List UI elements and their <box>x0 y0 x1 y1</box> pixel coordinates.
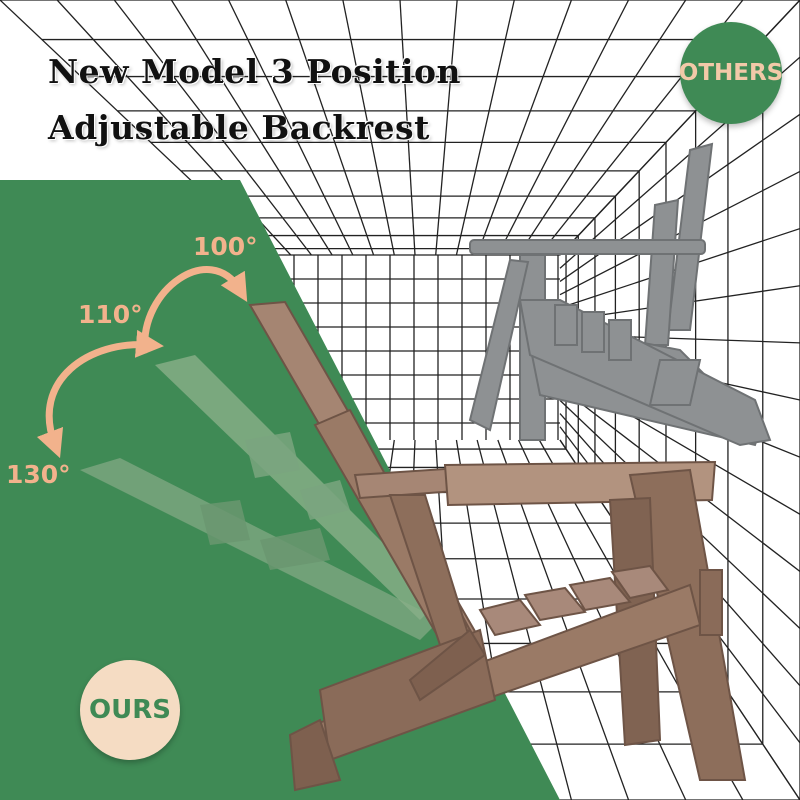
angle-label-100: 100° <box>193 232 258 261</box>
curved-arrow-110-to-100 <box>141 266 248 354</box>
curved-arrow-130-to-110 <box>36 329 164 459</box>
angle-label-130: 130° <box>6 460 71 489</box>
ghost-backrest-positions <box>80 355 440 640</box>
headline-line-1: New Model 3 Position <box>48 52 461 91</box>
others-chair <box>468 142 772 447</box>
headline-line-2: Adjustable Backrest <box>48 108 430 147</box>
others-badge: OTHERS <box>679 22 783 124</box>
angle-label-110: 110° <box>78 300 143 329</box>
ours-chair <box>248 300 747 792</box>
ours-badge: OURS <box>80 660 180 760</box>
